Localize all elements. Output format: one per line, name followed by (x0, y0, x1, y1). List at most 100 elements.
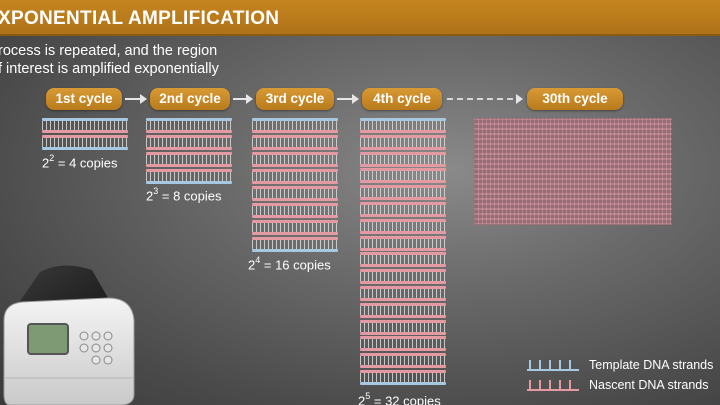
dna-strand (252, 215, 338, 218)
dna-strand (252, 220, 338, 223)
base-pair-ticks (360, 121, 446, 130)
dna-strand (360, 314, 446, 318)
dna-strand (252, 181, 338, 184)
base-pair-ticks (252, 138, 338, 147)
dna-strand (360, 365, 446, 369)
dna-strand (360, 298, 446, 301)
base-pair-ticks (146, 138, 232, 147)
cycle-3-label: 3rd cycle (256, 88, 334, 110)
base-pair-ticks (252, 206, 338, 215)
base-pair-ticks (360, 188, 446, 198)
dna-strand (360, 382, 446, 385)
arrow-1-to-2 (125, 94, 147, 104)
dna-strand (252, 147, 338, 150)
base-pair-ticks (252, 189, 338, 198)
dna-strand (42, 130, 128, 133)
dna-strand (146, 147, 232, 150)
dna-strand (360, 218, 446, 222)
template-strand-icon (527, 358, 579, 372)
dna-strand (360, 331, 446, 335)
base-pair-ticks (360, 137, 446, 147)
cycle-1-label: 1st cycle (46, 88, 122, 110)
base-pair-ticks (252, 240, 338, 249)
base-pair-ticks (146, 121, 232, 130)
base-pair-ticks (360, 339, 446, 349)
arrow-2-to-3 (233, 94, 253, 104)
dna-strand (360, 214, 446, 217)
copies-text: = 4 copies (57, 155, 118, 171)
base-pair-ticks (252, 172, 338, 181)
dna-strand (252, 152, 338, 155)
dna-strand (252, 203, 338, 206)
dna-strand (252, 169, 338, 172)
dna-strand (252, 164, 338, 167)
copies-label-cycle-3: 24 = 16 copies (248, 255, 331, 273)
cycle-2-label: 2nd cycle (150, 88, 230, 110)
dna-strand (252, 237, 338, 240)
legend-template-label: Template DNA strands (589, 358, 714, 372)
dna-strand (146, 164, 232, 167)
exponent: 5 (365, 391, 371, 401)
base-pair-ticks (360, 238, 446, 248)
base-pair-ticks (252, 223, 338, 232)
dna-strand (360, 118, 446, 121)
dna-strand (360, 168, 446, 172)
base-pair-ticks (252, 155, 338, 164)
dna-strand (252, 232, 338, 235)
dna-strand (360, 146, 446, 150)
base-pair-ticks (360, 356, 446, 366)
dna-strand (360, 353, 446, 357)
dna-block-cycle-30 (474, 118, 672, 225)
base-pair-ticks (360, 154, 446, 164)
dna-strand (42, 118, 128, 121)
dna-strand (252, 249, 338, 252)
copies-label-cycle-4: 25 = 32 copies (358, 391, 441, 405)
dna-strand (252, 198, 338, 201)
base-pair-ticks (360, 171, 446, 181)
base-pair-ticks (360, 305, 446, 315)
dna-strand (360, 281, 446, 285)
dna-strand (360, 302, 446, 306)
dna-strand (360, 185, 446, 189)
base-pair-ticks (146, 155, 232, 164)
base-pair-ticks (360, 322, 446, 332)
dna-strand (360, 348, 446, 352)
dna-strand (360, 130, 446, 133)
base-pair-ticks (42, 121, 128, 130)
arrow-4-to-30-dashed (447, 94, 523, 104)
cycle-30-label: 30th cycle (527, 88, 623, 110)
dna-strand (360, 230, 446, 234)
title-banner: XPONENTIAL AMPLIFICATION (0, 0, 720, 36)
base-pair-ticks (252, 121, 338, 130)
dna-strand (252, 186, 338, 189)
dna-strand (146, 118, 232, 121)
dna-strand (42, 135, 128, 138)
exponent: 4 (255, 255, 261, 265)
copies-label-cycle-1: 22 = 4 copies (42, 153, 118, 171)
copies-text: = 16 copies (263, 257, 331, 273)
copies-text: = 32 copies (373, 393, 441, 405)
dna-strand (360, 247, 446, 251)
dna-strand (252, 130, 338, 133)
arrow-3-to-4 (337, 94, 359, 104)
dna-strand (360, 134, 446, 138)
base-pair-ticks (360, 221, 446, 231)
dna-strand (360, 370, 446, 373)
thermal-cycler-icon (3, 265, 135, 405)
description-line-1: rocess is repeated, and the region (0, 43, 218, 59)
dna-strand (360, 197, 446, 201)
base-pair-ticks (360, 255, 446, 265)
nascent-strand-icon (527, 378, 579, 392)
copies-text: = 8 copies (161, 188, 222, 204)
dna-strand (146, 135, 232, 138)
base-pair-ticks (360, 205, 446, 214)
dna-strand (252, 118, 338, 121)
description-line-2: f interest is amplified exponentially (0, 61, 219, 77)
dna-strand (360, 252, 446, 256)
copies-label-cycle-2: 23 = 8 copies (146, 186, 222, 204)
page-title: XPONENTIAL AMPLIFICATION (0, 8, 280, 29)
dna-strand (252, 135, 338, 138)
dna-strand (360, 319, 446, 323)
base-pair-ticks (360, 373, 446, 382)
base-pair-ticks (42, 138, 128, 147)
